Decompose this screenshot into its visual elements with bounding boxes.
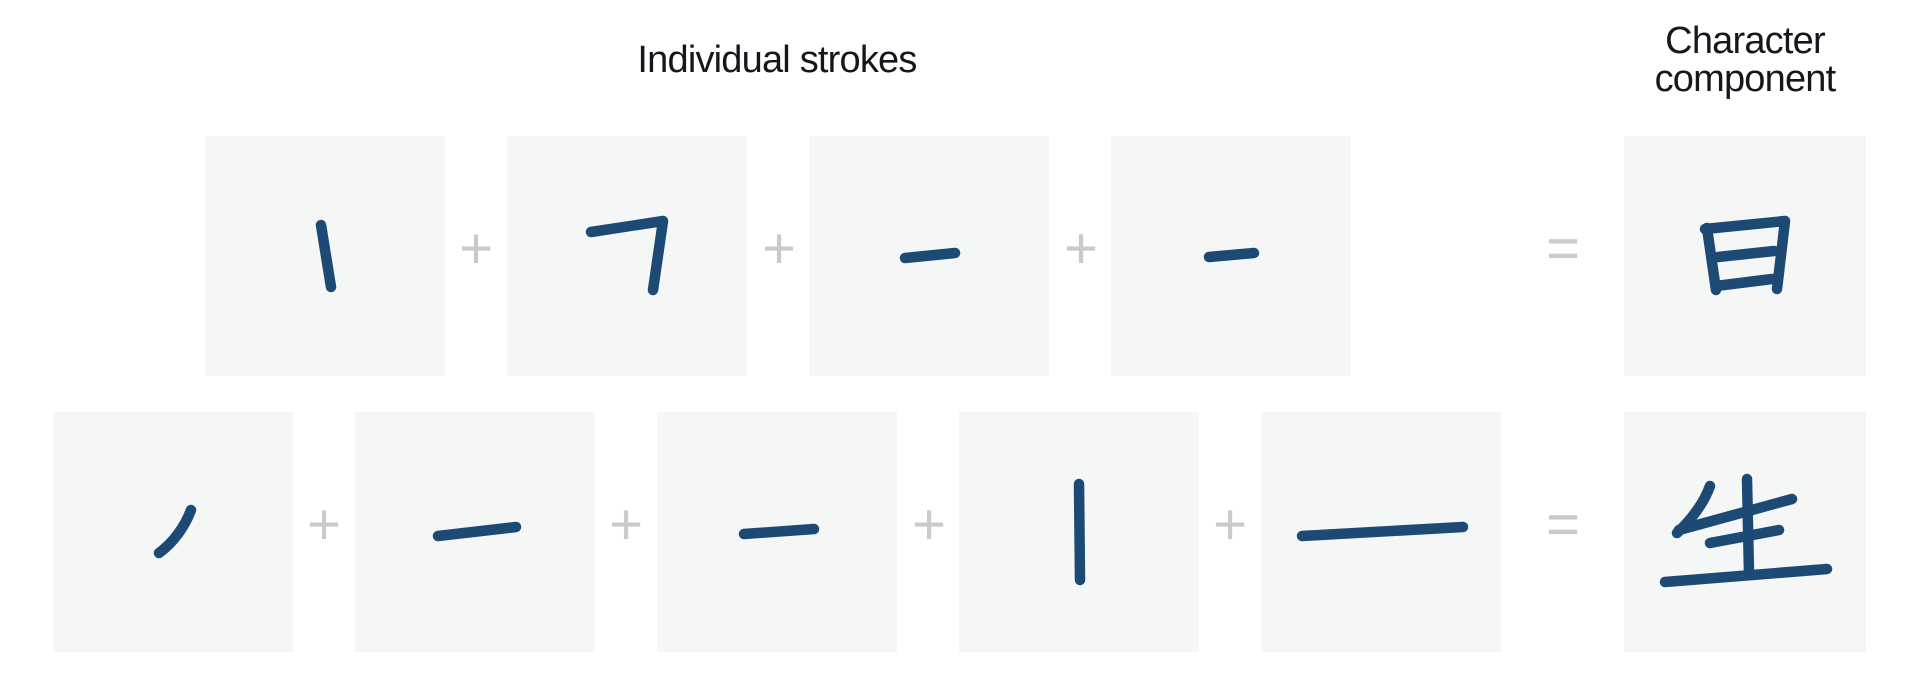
- equals-operator: =: [1533, 136, 1593, 376]
- character-stroke-path: [1699, 215, 1791, 295]
- character-ri-drawing: [1699, 215, 1791, 296]
- plus-operator: +: [293, 412, 355, 652]
- character-stroke-path: [1704, 524, 1785, 549]
- equals-operator: =: [1533, 412, 1593, 652]
- stroke-path: [899, 247, 961, 264]
- character-component-box-sheng: [1624, 412, 1866, 652]
- character-stroke-path: [1741, 473, 1755, 579]
- stroke-box-row2-3: [657, 412, 897, 652]
- character-component-box-ri: [1624, 136, 1866, 376]
- horizontal-stroke-drawing: [899, 247, 961, 264]
- stroke-box-row2-2: [355, 412, 595, 652]
- left-falling-stroke-drawing: [153, 504, 197, 559]
- stroke-path: [1296, 521, 1469, 542]
- character-stroke-path: [1701, 222, 1722, 296]
- plus-operator: +: [445, 136, 507, 376]
- stroke-path: [585, 215, 669, 296]
- stroke-box-row1-4: [1111, 136, 1351, 376]
- stroke-box-row1-1: [205, 136, 445, 376]
- plus-operator: +: [899, 412, 959, 652]
- stroke-box-row1-3: [809, 136, 1049, 376]
- stroke-path: [432, 521, 522, 542]
- character-sheng-drawing: [1659, 473, 1833, 588]
- character-component-heading: Character component: [1654, 20, 1837, 100]
- horizontal-turn-stroke-drawing: [585, 215, 669, 296]
- plus-operator: +: [749, 136, 809, 376]
- plus-sign: +: [912, 492, 946, 557]
- equals-sign: =: [1546, 216, 1580, 281]
- plus-sign: +: [459, 216, 493, 281]
- stroke-path: [153, 504, 197, 559]
- vertical-stroke-drawing: [1073, 478, 1086, 586]
- plus-operator: +: [595, 412, 657, 652]
- plus-sign: +: [1064, 216, 1098, 281]
- stroke-path: [738, 523, 820, 540]
- plus-sign: +: [762, 216, 796, 281]
- horizontal-stroke-drawing: [432, 521, 522, 542]
- plus-operator: +: [1051, 136, 1111, 376]
- stroke-box-row1-2: [507, 136, 747, 376]
- stroke-box-row2-1: [53, 412, 293, 652]
- stroke-path: [1203, 247, 1260, 263]
- character-stroke-path: [1659, 563, 1833, 588]
- stroke-path: [315, 219, 337, 293]
- horizontal-stroke-drawing: [1203, 247, 1260, 263]
- individual-strokes-heading: Individual strokes: [637, 39, 917, 81]
- stroke-box-row2-4: [959, 412, 1199, 652]
- plus-sign: +: [609, 492, 643, 557]
- plus-sign: +: [307, 492, 341, 557]
- horizontal-stroke-drawing: [738, 523, 820, 540]
- stroke-box-row2-5: [1261, 412, 1501, 652]
- vertical-stroke-drawing: [315, 219, 337, 293]
- equals-sign: =: [1546, 492, 1580, 557]
- plus-sign: +: [1213, 492, 1247, 557]
- character-stroke-path: [1712, 245, 1780, 263]
- plus-operator: +: [1199, 412, 1261, 652]
- character-stroke-path: [1710, 273, 1778, 292]
- stroke-path: [1073, 478, 1086, 586]
- character-stroke-path: [1673, 493, 1798, 536]
- long-horizontal-stroke-drawing: [1296, 521, 1469, 542]
